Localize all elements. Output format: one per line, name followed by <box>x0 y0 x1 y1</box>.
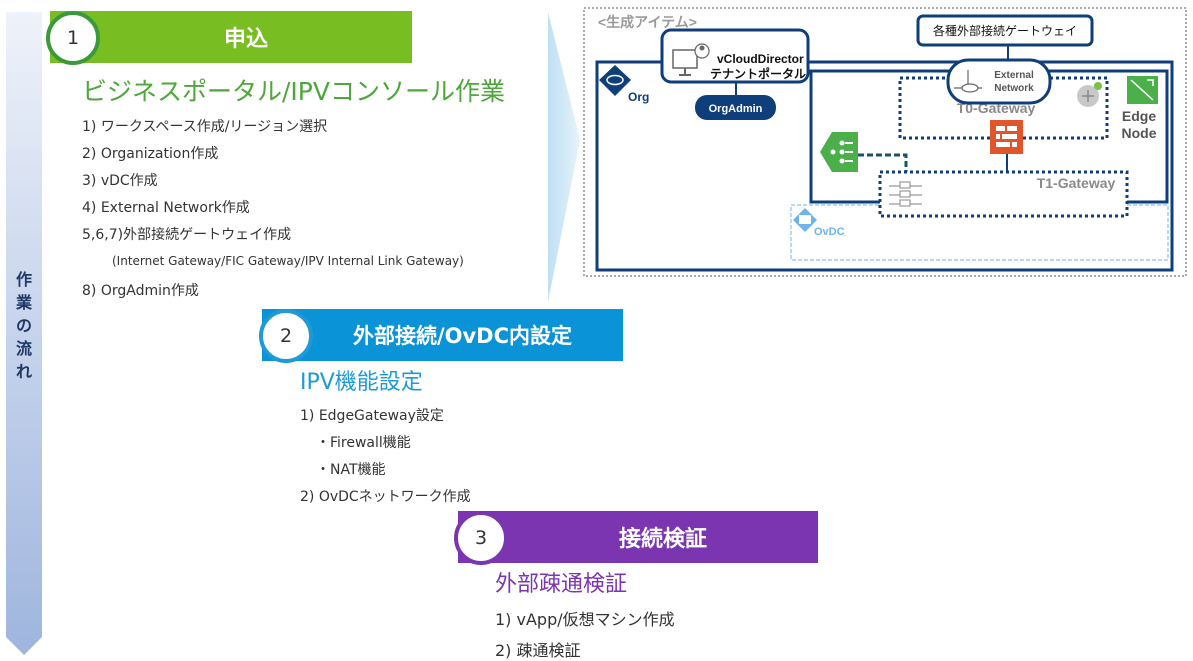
org-cloud-icon <box>599 65 631 96</box>
step3-number: 3 <box>454 511 508 565</box>
generated-items-title: <生成アイテム> <box>598 14 697 30</box>
step2-subtitle: IPV機能設定 <box>300 370 423 395</box>
step2-item: ・NAT機能 <box>316 462 386 478</box>
ovdc-label: OvDC <box>814 226 845 238</box>
step2-bar: 外部接続/OvDC内設定 <box>262 309 623 361</box>
external-network-line1: External <box>994 70 1034 81</box>
step2-number: 2 <box>259 309 313 363</box>
load-balancer-icon <box>820 132 858 172</box>
edge-node-line2: Node <box>1122 125 1157 141</box>
external-gateways-box <box>916 14 1094 47</box>
step1-item: 3) vDC作成 <box>82 173 158 189</box>
step3-subtitle: 外部疎通検証 <box>495 572 628 597</box>
step1-title: 申込 <box>223 27 268 52</box>
firewall-icon <box>990 120 1023 154</box>
orgadmin-label: OrgAdmin <box>709 103 763 115</box>
generated-items-frame <box>583 7 1187 277</box>
flow-arrow <box>6 12 42 655</box>
step2-item: ・Firewall機能 <box>316 435 411 451</box>
step1-subtitle: ビジネスポータル/IPVコンソール作業 <box>82 77 505 106</box>
org-label: Org <box>628 90 649 104</box>
ovdc-icon <box>793 208 817 232</box>
network-segments-icon <box>889 181 922 207</box>
t1-gateway-box <box>878 170 1129 218</box>
step1-item: 4) External Network作成 <box>82 200 250 216</box>
flow-label: 作業の流れ <box>15 270 32 381</box>
step3-title: 接続検証 <box>618 527 707 552</box>
step1-number: 1 <box>46 11 100 65</box>
chevron-arrow <box>548 12 580 302</box>
step3-item: 1) vApp/仮想マシン作成 <box>495 610 675 629</box>
step3-bar: 接続検証 <box>458 511 818 563</box>
vcd-line2: テナントポータル <box>710 66 806 81</box>
edge-node-line1: Edge <box>1122 108 1156 124</box>
step1-item: 8) OrgAdmin作成 <box>82 283 199 299</box>
step2-item: 1) EdgeGateway設定 <box>300 408 444 424</box>
step3-item: 2) 疎通検証 <box>495 641 581 660</box>
step2-title: 外部接続/OvDC内設定 <box>352 324 573 348</box>
step1-item: 2) Organization作成 <box>82 146 219 162</box>
router-icon <box>1077 82 1102 107</box>
step2-item: 2) OvDCネットワーク作成 <box>300 489 471 505</box>
edge-node-icon <box>1127 76 1158 104</box>
vcd-line1: vCloudDirector <box>717 52 804 66</box>
external-network-pill <box>946 58 1052 105</box>
monitor-user-icon <box>672 43 710 76</box>
vcloud-director-box <box>660 28 810 84</box>
external-network-icon <box>954 70 982 93</box>
step1-item: 5,6,7)外部接続ゲートウェイ作成 <box>82 227 292 243</box>
t1-gateway-label: T1-Gateway <box>1037 175 1116 191</box>
external-gateways-label: 各種外部接続ゲートウェイ <box>933 23 1077 38</box>
external-network-line2: Network <box>994 83 1034 94</box>
step1-bar: 申込 <box>50 11 412 63</box>
step1-item: 1) ワークスペース作成/リージョン選択 <box>82 119 328 135</box>
step1-item: (Internet Gateway/FIC Gateway/IPV Intern… <box>112 254 464 268</box>
org-box <box>595 60 1174 272</box>
orgadmin-pill <box>695 95 776 120</box>
